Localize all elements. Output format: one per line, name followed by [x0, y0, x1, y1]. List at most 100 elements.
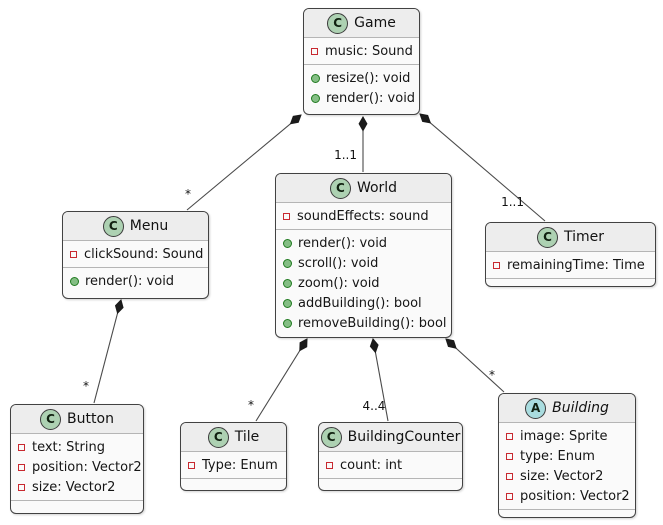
attribute-row: image: Sprite [506, 426, 627, 446]
abstract-class-icon: A [525, 397, 547, 419]
class-name: BuildingCounter [347, 429, 461, 445]
attribute-text: size: Vector2 [32, 479, 116, 495]
public-method-icon [283, 238, 292, 248]
class-box-button: C Button text: String position: Vector2 … [10, 404, 144, 514]
edge-menu-button [93, 300, 121, 404]
private-field-icon [18, 463, 25, 471]
class-name: Tile [234, 429, 260, 445]
method-text: render(): void [298, 235, 388, 251]
multiplicity-label: 4..4 [363, 399, 386, 413]
method-text: render(): void [85, 273, 175, 289]
edge-world-tile [255, 339, 307, 422]
class-name: World [356, 180, 398, 196]
attributes-compartment: image: Sprite type: Enum size: Vector2 p… [499, 423, 635, 510]
attribute-text: remainingTime: Time [507, 257, 645, 273]
attribute-row: music: Sound [311, 41, 413, 61]
public-method-icon [283, 318, 292, 328]
class-icon: C [329, 177, 351, 199]
private-field-icon [493, 261, 500, 269]
method-text: render(): void [326, 90, 416, 106]
methods-compartment-empty [499, 510, 635, 517]
attributes-compartment: clickSound: Sound [63, 241, 208, 268]
attribute-row: count: int [326, 455, 454, 475]
private-field-icon [18, 443, 25, 451]
method-row: zoom(): void [283, 273, 443, 293]
private-field-icon [283, 212, 290, 220]
class-icon: C [327, 12, 349, 34]
method-row: render(): void [311, 88, 415, 108]
class-icon: C [207, 426, 229, 448]
class-icon: C [536, 226, 558, 248]
class-name: Game [354, 15, 396, 31]
class-header: C Menu [63, 212, 208, 241]
class-header: C Game [304, 9, 419, 38]
methods-compartment-empty [181, 479, 286, 490]
method-text: resize(): void [326, 70, 411, 86]
class-name: Button [67, 411, 114, 427]
class-box-tile: C Tile Type: Enum [180, 422, 287, 491]
method-row: resize(): void [311, 68, 411, 88]
public-method-icon [311, 73, 320, 83]
multiplicity-label: * [185, 187, 191, 201]
class-box-world: C World soundEffects: sound render(): vo… [275, 173, 452, 338]
attribute-row: position: Vector2 [506, 486, 630, 506]
public-method-icon [283, 278, 292, 288]
attribute-row: soundEffects: sound [283, 206, 443, 226]
class-box-buildingcounter: C BuildingCounter count: int [318, 422, 463, 491]
private-field-icon [506, 472, 513, 480]
class-header: C BuildingCounter [319, 423, 462, 452]
edge-world-building [446, 339, 505, 393]
attribute-text: text: String [32, 439, 105, 455]
attributes-compartment: remainingTime: Time [486, 252, 655, 279]
attribute-text: Type: Enum [202, 457, 278, 473]
method-text: scroll(): void [298, 255, 379, 271]
edge-world-buildingcounter [373, 339, 389, 422]
methods-compartment-empty [486, 279, 655, 286]
public-method-icon [311, 93, 320, 103]
class-header: C Tile [181, 423, 286, 452]
private-field-icon [311, 47, 318, 55]
attribute-text: type: Enum [520, 448, 595, 464]
private-field-icon [326, 461, 333, 469]
attribute-row: remainingTime: Time [493, 255, 647, 275]
method-row: scroll(): void [283, 253, 443, 273]
class-name: Menu [129, 218, 169, 234]
method-text: zoom(): void [298, 275, 380, 291]
attributes-compartment: count: int [319, 452, 462, 479]
class-box-building: A Building image: Sprite type: Enum size… [498, 393, 636, 518]
multiplicity-label: * [83, 379, 89, 393]
methods-compartment: render(): void [63, 268, 208, 298]
methods-compartment: resize(): void render(): void [304, 65, 419, 114]
attribute-row: Type: Enum [188, 455, 278, 475]
attribute-row: size: Vector2 [18, 477, 135, 497]
private-field-icon [70, 250, 77, 258]
attribute-text: size: Vector2 [520, 468, 604, 484]
class-header: C World [276, 174, 451, 203]
method-row: removeBuilding(): bool [283, 313, 447, 333]
method-row: addBuilding(): bool [283, 293, 443, 313]
method-text: removeBuilding(): bool [298, 315, 447, 331]
class-header: C Timer [486, 223, 655, 252]
class-icon: C [40, 408, 62, 430]
multiplicity-label: 1..1 [501, 195, 524, 209]
method-row: render(): void [70, 271, 200, 291]
class-header: A Building [499, 394, 635, 423]
public-method-icon [283, 298, 292, 308]
class-name: Timer [563, 229, 605, 245]
attribute-row: text: String [18, 437, 135, 457]
class-icon: C [320, 426, 342, 448]
public-method-icon [70, 276, 79, 286]
attributes-compartment: soundEffects: sound [276, 203, 451, 230]
class-icon: C [102, 215, 124, 237]
private-field-icon [506, 452, 513, 460]
private-field-icon [506, 492, 513, 500]
attribute-text: clickSound: Sound [84, 246, 204, 262]
attributes-compartment: Type: Enum [181, 452, 286, 479]
multiplicity-label: * [489, 368, 495, 382]
attribute-text: position: Vector2 [520, 488, 630, 504]
public-method-icon [283, 258, 292, 268]
methods-compartment-empty [319, 479, 462, 490]
class-header: C Button [11, 405, 143, 434]
attribute-row: position: Vector2 [18, 457, 142, 477]
